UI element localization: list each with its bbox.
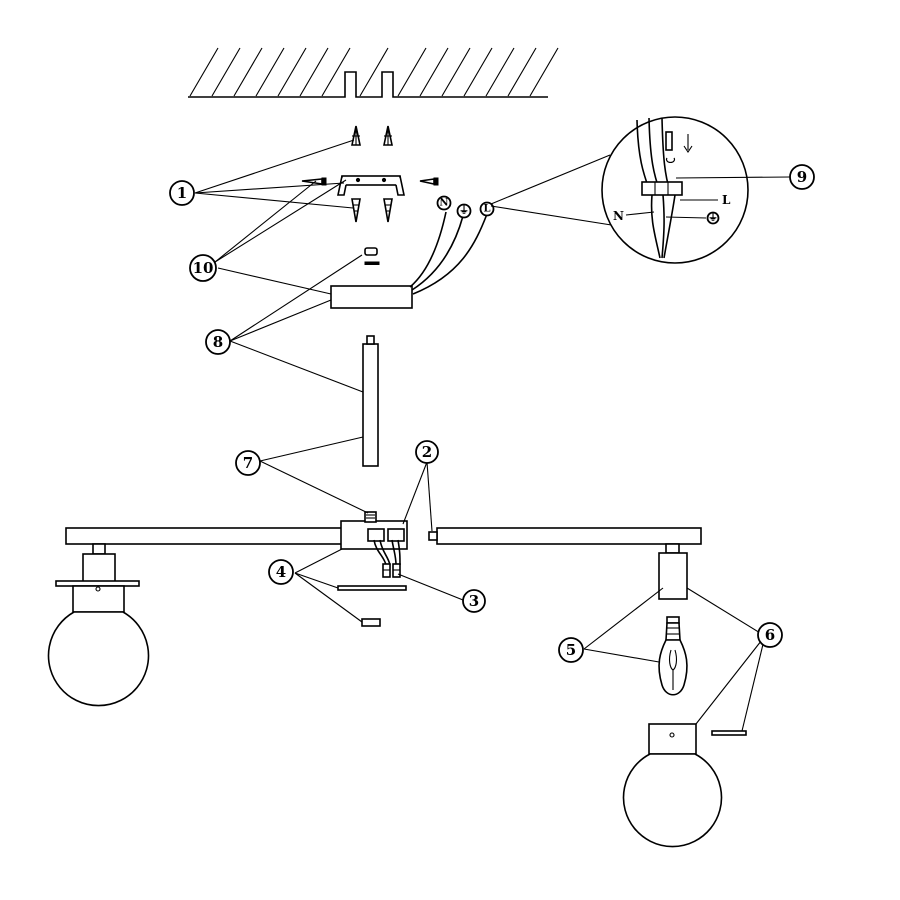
- ceiling-screw-right: [383, 198, 393, 223]
- grub-screw: [364, 261, 380, 265]
- callout-1: 1: [169, 180, 195, 206]
- callout-4-label: 4: [276, 563, 286, 581]
- hub-screw: [361, 618, 381, 627]
- candle-bulb: [658, 616, 688, 696]
- right-arm: [436, 527, 702, 545]
- detail-label-live: L: [722, 193, 731, 207]
- wire-label-neutral: N: [439, 198, 448, 209]
- callout-7-label: 7: [243, 454, 253, 472]
- callout-9-label: 9: [797, 168, 807, 186]
- callout-1-label: 1: [177, 184, 187, 202]
- left-lamp: [47, 543, 150, 707]
- callout-5: 5: [558, 637, 584, 663]
- bracket-screw-left: [301, 177, 327, 186]
- callout-7: 7: [235, 450, 261, 476]
- canopy: [330, 285, 413, 309]
- callout-9: 9: [789, 164, 815, 190]
- left-arm: [65, 527, 343, 545]
- leader-lines: [194, 139, 766, 732]
- callout-2: 2: [415, 440, 439, 464]
- wall-plug-right: [383, 125, 393, 146]
- down-rod: [362, 335, 379, 467]
- centre-hub: [340, 511, 408, 550]
- arm-connector: [428, 531, 438, 541]
- right-glass-shade: [622, 723, 723, 848]
- connector-wires: [373, 539, 401, 578]
- wire-label-earth: ⏚: [459, 205, 469, 217]
- callout-6: 6: [757, 622, 783, 648]
- callout-3-label: 3: [469, 592, 479, 610]
- cap-nut: [364, 247, 378, 256]
- callout-6-label: 6: [765, 626, 775, 644]
- callout-8: 8: [205, 329, 231, 355]
- bracket-screw-right: [419, 177, 439, 186]
- callout-3: 3: [462, 589, 486, 613]
- callout-4: 4: [268, 559, 294, 585]
- callout-5-label: 5: [566, 641, 576, 659]
- ceiling-screw-left: [351, 198, 361, 223]
- callout-10: 10: [189, 254, 217, 282]
- terminal-detail: L N ⏚: [490, 116, 791, 264]
- shade-screw: [711, 730, 747, 736]
- hub-cover-plate: [337, 585, 407, 591]
- wire-label-live: L: [483, 204, 490, 215]
- callout-2-label: 2: [422, 443, 432, 461]
- callout-8-label: 8: [213, 333, 223, 351]
- supply-wires: N ⏚ L: [409, 195, 495, 295]
- detail-label-neutral: N: [613, 209, 624, 223]
- mounting-bracket: [337, 175, 405, 196]
- callout-10-label: 10: [193, 259, 214, 277]
- right-lamp-holder: [658, 543, 688, 600]
- ceiling: [188, 47, 559, 98]
- detail-label-earth: ⏚: [708, 212, 718, 224]
- wall-plug-left: [351, 125, 361, 146]
